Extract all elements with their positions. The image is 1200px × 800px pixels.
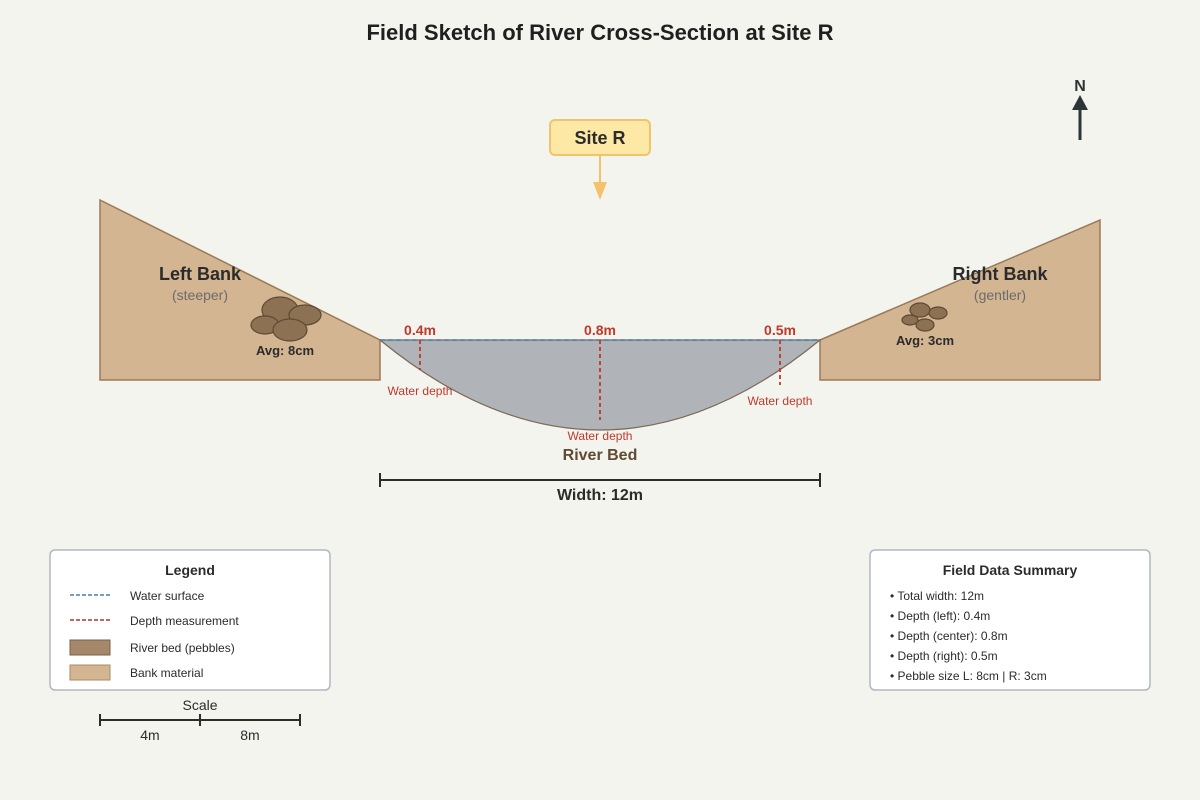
right-bank-note: (gentler) [974,287,1026,303]
pebble-label-right: Avg: 3cm [896,333,954,348]
width-label: Width: 12m [557,487,643,504]
depth-caption-left: Water depth [388,384,453,398]
summary-item-depth-right: • Depth (right): 0.5m [890,649,998,663]
river-bed-label: River Bed [563,447,638,464]
scale-tick-8m: 8m [240,727,259,743]
site-marker-label: Site R [574,128,625,148]
legend-label-bank: Bank material [130,666,203,680]
scale-title: Scale [182,697,217,713]
scale-tick-4m: 4m [140,727,159,743]
legend-title: Legend [165,562,215,578]
depth-caption-right: Water depth [748,394,813,408]
summary-item-width: • Total width: 12m [890,589,984,603]
left-bank [99,198,381,381]
legend-swatch-bank [69,664,111,681]
site-marker: Site R [549,119,651,200]
left-bank-label: Left Bank [159,264,242,284]
legend-label-river-bed: River bed (pebbles) [130,641,235,655]
left-bank-note: (steeper) [172,287,228,303]
field-data-summary-panel: Field Data Summary • Total width: 12m • … [869,549,1151,691]
north-arrow-icon: N [1072,78,1088,140]
summary-item-depth-center: • Depth (center): 0.8m [890,629,1008,643]
compass-label: N [1074,78,1086,95]
legend-panel: Legend Water surface Depth measurement R… [49,549,331,691]
summary-item-depth-left: • Depth (left): 0.4m [890,609,990,623]
depth-value-center: 0.8m [584,322,616,338]
site-marker-arrowhead [593,182,607,200]
legend-swatch-river-bed [69,639,111,656]
summary-item-pebble-size: • Pebble size L: 8cm | R: 3cm [890,669,1047,683]
pebbles-left [250,296,322,342]
summary-title: Field Data Summary [943,562,1078,578]
right-bank [819,218,1101,381]
right-bank-label: Right Bank [952,264,1048,284]
pebble-label-left: Avg: 8cm [256,343,314,358]
depth-caption-center: Water depth [568,429,633,443]
pebbles-right [901,302,948,332]
depth-value-left: 0.4m [404,322,436,338]
legend-label-depth: Depth measurement [130,614,239,628]
legend-label-water-surface: Water surface [130,589,205,603]
diagram-title: Field Sketch of River Cross-Section at S… [366,20,833,45]
width-dimension [379,473,821,487]
scale-bar: Scale 4m 8m [99,697,301,743]
depth-value-right: 0.5m [764,322,796,338]
